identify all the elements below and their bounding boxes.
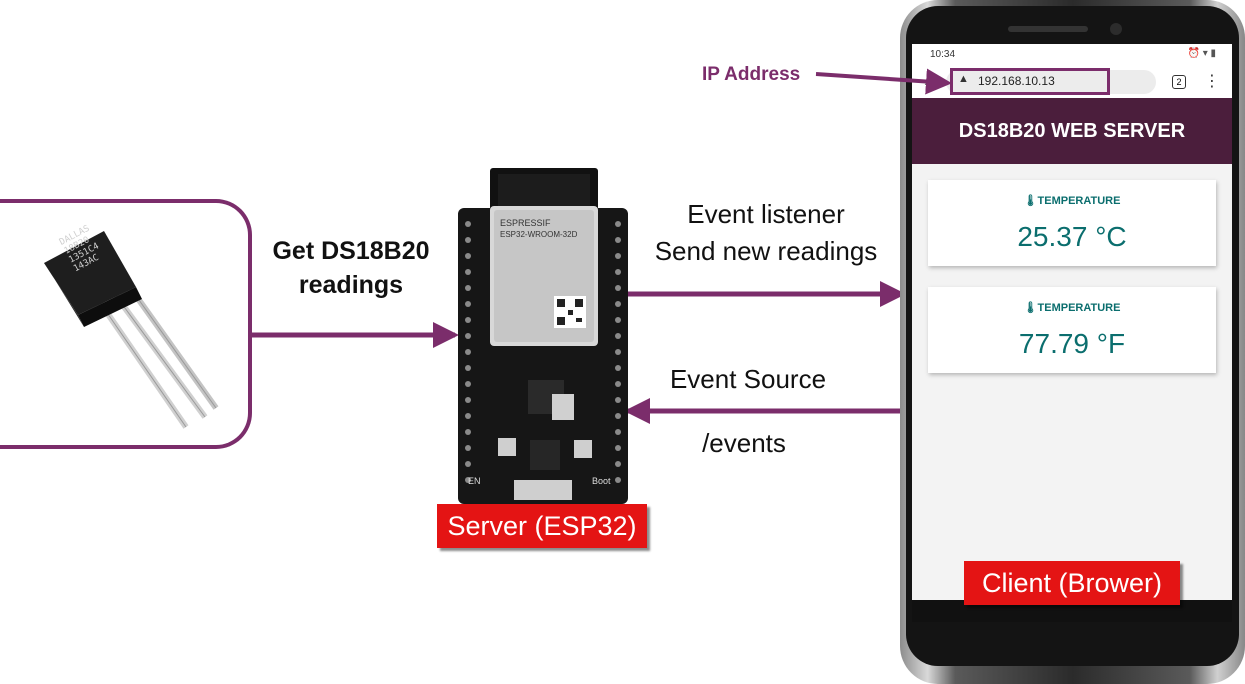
phone-speaker [1008, 26, 1088, 32]
esp32-board: ESPRESSIF ESP32-WROOM-32D Boot EN [458, 168, 628, 504]
server-tag: Server (ESP32) [437, 504, 647, 548]
card-title-text: TEMPERATURE [1037, 302, 1121, 314]
event-source-label: Event Source [669, 364, 827, 394]
event-listener-line2: Send new readings [654, 236, 878, 266]
url-pill[interactable] [946, 70, 1156, 94]
esp32-board-image [458, 168, 628, 504]
browser-url-bar: ⌂ ▲ 192.168.10.13 2 ⋮ [912, 66, 1232, 98]
client-tag: Client (Brower) [964, 561, 1180, 605]
ip-address-label: IP Address [702, 64, 801, 85]
app-header: DS18B20 WEB SERVER [912, 98, 1232, 164]
url-text[interactable]: 192.168.10.13 [978, 74, 1055, 88]
event-listener-line1: Event listener [687, 199, 845, 229]
card-title: 🌡TEMPERATURE [928, 194, 1216, 207]
status-icons: ⏰ ▾ ▮ [1187, 48, 1216, 59]
warning-icon: ▲ [958, 73, 969, 85]
phone-camera [1110, 23, 1122, 35]
en-label: EN [468, 476, 481, 486]
ds18b20-sensor-image [44, 231, 219, 429]
thermometer-icon: 🌡 [1023, 195, 1038, 207]
event-listener-label: Event listener Send new readings [640, 196, 892, 270]
status-time: 10:34 [930, 49, 956, 60]
thermometer-icon: 🌡 [1023, 302, 1038, 314]
sensor-box: DALLAS 18B20 1351C4 143AC [0, 199, 252, 449]
screen-bottom-bar [912, 600, 1232, 622]
fahrenheit-value: 77.79 °F [1018, 328, 1126, 359]
get-readings-line1: Get DS18B20 [272, 237, 430, 265]
temperature-card-celsius: 🌡TEMPERATURE 25.37 °C [928, 180, 1216, 266]
get-readings-label: Get DS18B20 readings [258, 234, 444, 302]
module-model: ESP32-WROOM-32D [500, 230, 578, 239]
tab-count-icon[interactable]: 2 [1172, 75, 1186, 89]
card-title-text: TEMPERATURE [1037, 195, 1121, 207]
events-path-label: /events [702, 428, 786, 458]
boot-label: Boot [592, 476, 611, 486]
celsius-value: 25.37 °C [1017, 221, 1127, 252]
temperature-card-fahrenheit: 🌡TEMPERATURE 77.79 °F [928, 287, 1216, 373]
menu-dots-icon[interactable]: ⋮ [1204, 73, 1220, 90]
card-title: 🌡TEMPERATURE [928, 301, 1216, 314]
phone-screen: 10:34 ⏰ ▾ ▮ ⌂ ▲ 192.168.10.13 2 ⋮ DS18B2… [912, 44, 1232, 622]
get-readings-line2: readings [298, 271, 404, 299]
status-bar: 10:34 ⏰ ▾ ▮ [912, 44, 1232, 66]
module-brand: ESPRESSIF [500, 218, 551, 228]
